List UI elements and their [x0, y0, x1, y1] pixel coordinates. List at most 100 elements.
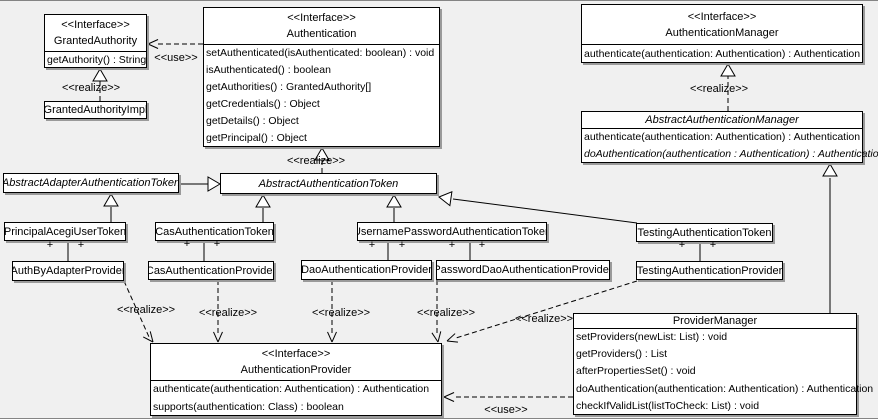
- class-name: AuthenticationManager: [665, 26, 779, 39]
- triangle-arrowhead-realize-grantedauthorityimpl: [92, 68, 108, 82]
- association-plus-label: +: [398, 239, 406, 251]
- class-dao-authentication-provider[interactable]: DaoAuthenticationProvider: [301, 260, 432, 280]
- open-arrowhead-realize-authbyadapterprovider-0: [149, 331, 154, 343]
- open-arrowhead-realize-passworddaoprovider-0: [437, 331, 442, 343]
- triangle-arrowhead-gen-providermanager: [822, 163, 838, 177]
- triangle-arrowhead-gen-casauthenticationtoken: [255, 194, 271, 208]
- realize-stereotype-label: <<realize>>: [61, 82, 121, 94]
- open-arrowhead-realize-testingauthenticationprovider-0: [446, 340, 458, 343]
- class-authentication[interactable]: <<Interface>> Authentication setAuthentica…: [203, 7, 440, 147]
- use-stereotype-label: <<use>>: [154, 52, 198, 64]
- class-password-dao-authentication-provider[interactable]: PasswordDaoAuthenticationProvider: [436, 260, 610, 280]
- stereotype-label: <<Interface>>: [687, 10, 757, 23]
- association-plus-label: +: [368, 239, 376, 251]
- class-name: ProviderManager: [672, 315, 758, 327]
- class-name: GrantedAuthority: [53, 35, 138, 47]
- method-label: getProviders() : List: [576, 348, 668, 361]
- open-arrowhead-realize-daoauthenticationprovider-1: [327, 331, 333, 343]
- open-arrowhead-use-authentication-to-grantedauthority-0: [147, 43, 159, 49]
- class-provider-manager[interactable]: ProviderManager setProviders(newList: Lis…: [573, 313, 874, 415]
- realize-stereotype-label: <<realize>>: [286, 155, 346, 167]
- use-stereotype-label: <<use>>: [484, 404, 528, 416]
- triangle-arrowhead-gen-usernamepasswordtoken: [386, 194, 402, 208]
- class-name: CasAuthenticationProvider: [149, 264, 273, 277]
- open-arrowhead-realize-casauthenticationprovider-0: [217, 331, 223, 343]
- method-label: getAuthorities() : GrantedAuthority[]: [206, 81, 372, 93]
- method-label: getPrincipal() : Object: [206, 132, 307, 144]
- class-name: PasswordDaoAuthenticationProvider: [437, 264, 609, 276]
- edge-gen-testingauthenticationtoken[interactable]: [452, 198, 638, 224]
- method-label: doAuthentication(authentication : Authen…: [584, 148, 878, 160]
- class-auth-by-adapter-provider[interactable]: AuthByAdapterProvider: [12, 261, 124, 281]
- class-name: AuthByAdapterProvider: [13, 265, 123, 277]
- class-name: AbstractAuthenticationToken: [258, 177, 399, 190]
- class-username-password-authentication-token[interactable]: UsernamePasswordAuthenticationToken: [357, 222, 547, 241]
- method-label: afterPropertiesSet() : void: [576, 365, 696, 378]
- association-plus-label: +: [709, 239, 717, 251]
- class-name: AbstractAuthenticationManager: [645, 114, 799, 126]
- stereotype-label: <<Interface>>: [287, 12, 356, 24]
- association-plus-label: +: [678, 239, 686, 251]
- triangle-arrowhead-realize-abstractauthenticationmanager: [720, 63, 736, 77]
- realize-stereotype-label: <<realize>>: [416, 307, 476, 319]
- method-label: checkIfValidList(listToCheck: List) : vo…: [576, 399, 760, 412]
- class-name: CasAuthenticationToken: [156, 225, 273, 238]
- realize-stereotype-label: <<realize>>: [198, 307, 258, 319]
- class-name: DaoAuthenticationProvider: [302, 264, 431, 276]
- association-plus-label: +: [478, 239, 486, 251]
- class-principal-acegi-user-token[interactable]: PrincipalAcegiUserToken: [4, 222, 126, 241]
- class-name: AbstractAdapterAuthenticationToken: [4, 177, 178, 189]
- class-abstract-authentication-manager[interactable]: AbstractAuthenticationManager authenticat…: [581, 111, 878, 163]
- class-name: TestingAuthenticationProvider: [637, 264, 782, 277]
- method-label: setAuthenticated(isAuthenticated: boolea…: [206, 47, 435, 59]
- class-name: Authentication: [286, 28, 357, 40]
- class-abstract-adapter-authentication-token[interactable]: AbstractAdapterAuthenticationToken: [3, 173, 179, 193]
- open-arrowhead-realize-passworddaoprovider-1: [431, 332, 439, 343]
- realize-stereotype-label: <<realize>>: [311, 307, 371, 319]
- class-name: UsernamePasswordAuthenticationToken: [358, 225, 546, 238]
- class-name: PrincipalAcegiUserToken: [5, 225, 125, 238]
- triangle-arrowhead-gen-testingauthenticationtoken: [438, 190, 453, 207]
- open-arrowhead-realize-authbyadapterprovider-1: [142, 336, 154, 343]
- realize-stereotype-label: <<realize>>: [116, 304, 176, 316]
- class-name: GrantedAuthorityImpl: [45, 104, 146, 116]
- class-granted-authority-impl[interactable]: GrantedAuthorityImpl: [44, 101, 147, 119]
- method-label: doAuthentication(authentication: Authent…: [576, 382, 874, 395]
- class-abstract-authentication-token[interactable]: AbstractAuthenticationToken: [220, 173, 437, 194]
- association-plus-label: +: [77, 239, 85, 251]
- open-arrowhead-realize-casauthenticationprovider-1: [213, 331, 219, 343]
- method-label: setProviders(newList: List) : void: [576, 331, 728, 343]
- method-label: getCredentials() : Object: [206, 98, 320, 110]
- open-arrowhead-use-providermanager-to-authenticationprovider-1: [443, 392, 455, 398]
- method-label: isAuthenticated() : boolean: [206, 64, 331, 76]
- class-cas-authentication-provider[interactable]: CasAuthenticationProvider: [148, 261, 274, 280]
- association-plus-label: +: [448, 239, 456, 251]
- class-authentication-provider[interactable]: <<Interface>> AuthenticationProvider authe…: [150, 343, 442, 416]
- stereotype-label: <<Interface>>: [261, 348, 331, 360]
- association-plus-label: +: [46, 239, 54, 251]
- class-name: TestingAuthenticationToken: [637, 226, 772, 239]
- open-arrowhead-use-authentication-to-grantedauthority-1: [147, 39, 159, 45]
- method-label: authenticate(authentication: Authenticat…: [153, 383, 430, 395]
- method-label: getAuthority() : String: [47, 54, 147, 66]
- class-testing-authentication-provider[interactable]: TestingAuthenticationProvider: [636, 261, 783, 280]
- association-plus-label: +: [183, 238, 191, 250]
- class-testing-authentication-token[interactable]: TestingAuthenticationToken: [636, 223, 773, 242]
- method-label: getDetails() : Object: [206, 115, 299, 127]
- method-label: authenticate(authentication: Authenticat…: [584, 48, 861, 60]
- edge-realize-authbyadapterprovider[interactable]: [123, 280, 150, 338]
- method-label: supports(authentication: Class) : boolea…: [153, 400, 344, 413]
- class-cas-authentication-token[interactable]: CasAuthenticationToken: [155, 222, 274, 241]
- open-arrowhead-realize-daoauthenticationprovider-0: [331, 331, 337, 343]
- class-authentication-manager[interactable]: <<Interface>> AuthenticationManager authen…: [581, 4, 863, 63]
- open-arrowhead-use-providermanager-to-authenticationprovider-0: [443, 396, 455, 402]
- class-name: AuthenticationProvider: [240, 364, 352, 376]
- open-arrowhead-realize-testingauthenticationprovider-1: [446, 333, 456, 342]
- triangle-arrowhead-realize-abstractauthenticationtoken: [314, 147, 330, 161]
- realize-stereotype-label: <<realize>>: [689, 83, 749, 95]
- method-label: authenticate(authentication: Authenticat…: [584, 131, 861, 143]
- triangle-arrowhead-gen-principalacegiusertoken: [103, 193, 119, 207]
